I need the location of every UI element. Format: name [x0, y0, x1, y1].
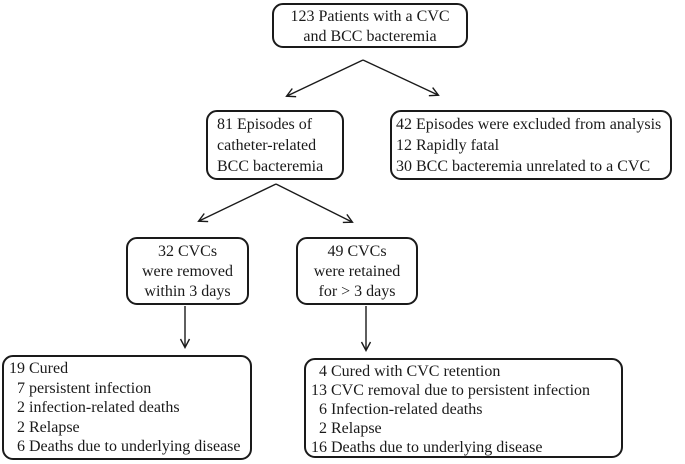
excluded-line: 42 Episodes were excluded from analysis — [395, 114, 668, 135]
count-label: Cured with CVC retention — [331, 363, 501, 380]
count-label: Deaths due to underlying disease — [29, 438, 241, 455]
count-value: 30 — [396, 158, 412, 175]
count-value: 6 — [17, 438, 25, 455]
count-label: Cured — [29, 360, 69, 377]
node-text-line: BCC bacteremia — [217, 158, 324, 175]
count-value: 42 — [396, 116, 412, 133]
outcome-line: 2 infection-related deaths — [8, 398, 248, 418]
outcome-line: 19 Cured — [8, 359, 248, 379]
count-label: Relapse — [331, 420, 382, 437]
count-value: 2 — [17, 399, 25, 416]
arrow-episodes-to-retained — [275, 183, 354, 224]
node-catheter-related-episodes: 81 Episodes of catheter-related BCC bact… — [206, 110, 344, 180]
node-text-line: catheter-related — [217, 137, 317, 154]
node-text-line: were retained — [313, 263, 401, 280]
count-label: Deaths due to underlying disease — [331, 439, 543, 456]
node-text-line: 49 CVCs — [327, 243, 387, 260]
count-value: 2 — [17, 418, 25, 436]
count-label: persistent infection — [29, 379, 152, 397]
count-label: Relapse — [29, 418, 80, 436]
count-value: 19 — [9, 360, 25, 377]
outcome-line: 4 Cured with CVC retention — [310, 362, 619, 381]
node-removed-outcomes: 19 Cured 7 persistent infection 2 infect… — [2, 355, 252, 460]
node-text-line: for > 3 days — [318, 283, 396, 300]
excluded-line: 30 BCC bacteremia unrelated to a CVC — [395, 156, 668, 177]
outcome-line: 2 Relapse — [8, 418, 248, 438]
node-text-line: 81 Episodes of — [217, 116, 313, 133]
arrow-episodes-to-removed — [197, 183, 277, 223]
node-text-line: 123 Patients with a CVC — [290, 8, 450, 25]
arrow-total-to-excluded — [362, 59, 440, 97]
outcome-line: 6 Infection-related deaths — [310, 400, 619, 419]
excluded-line: 12 Rapidly fatal — [395, 135, 668, 156]
node-total-patients: 123 Patients with a CVC and BCC bacterem… — [272, 3, 468, 48]
count-value: 12 — [396, 137, 412, 154]
count-label: infection-related deaths — [29, 399, 180, 416]
node-text-line: were removed — [141, 263, 234, 280]
outcome-line: 7 persistent infection — [8, 379, 248, 399]
arrow-total-to-episodes — [285, 59, 364, 98]
outcome-line: 2 Relapse — [310, 419, 619, 438]
outcome-line: 13 CVC removal due to persistent infecti… — [310, 381, 619, 400]
node-excluded-episodes: 42 Episodes were excluded from analysis … — [390, 110, 672, 180]
count-value: 2 — [319, 420, 327, 437]
count-value: 7 — [17, 379, 25, 397]
count-value: 4 — [319, 363, 327, 380]
node-text-line: 32 CVCs — [157, 243, 218, 260]
count-label: Rapidly fatal — [416, 137, 500, 154]
node-retained-outcomes: 4 Cured with CVC retention 13 CVC remova… — [304, 358, 623, 458]
node-cvc-removed: 32 CVCs were removed within 3 days — [126, 237, 249, 305]
count-label: CVC removal due to persistent infection — [331, 382, 591, 399]
count-value: 16 — [311, 439, 327, 456]
count-label: BCC bacteremia unrelated to a CVC — [416, 158, 651, 175]
outcome-line: 6 Deaths due to underlying disease — [8, 437, 248, 457]
count-label: Episodes were excluded from analysis — [416, 116, 662, 133]
count-value: 13 — [311, 382, 327, 399]
outcome-line: 16 Deaths due to underlying disease — [310, 438, 619, 457]
count-label: Infection-related deaths — [331, 401, 483, 418]
node-text-line: within 3 days — [144, 283, 231, 300]
node-cvc-retained: 49 CVCs were retained for > 3 days — [296, 237, 418, 305]
node-text-line: and BCC bacteremia — [303, 28, 437, 45]
count-value: 6 — [319, 401, 327, 418]
